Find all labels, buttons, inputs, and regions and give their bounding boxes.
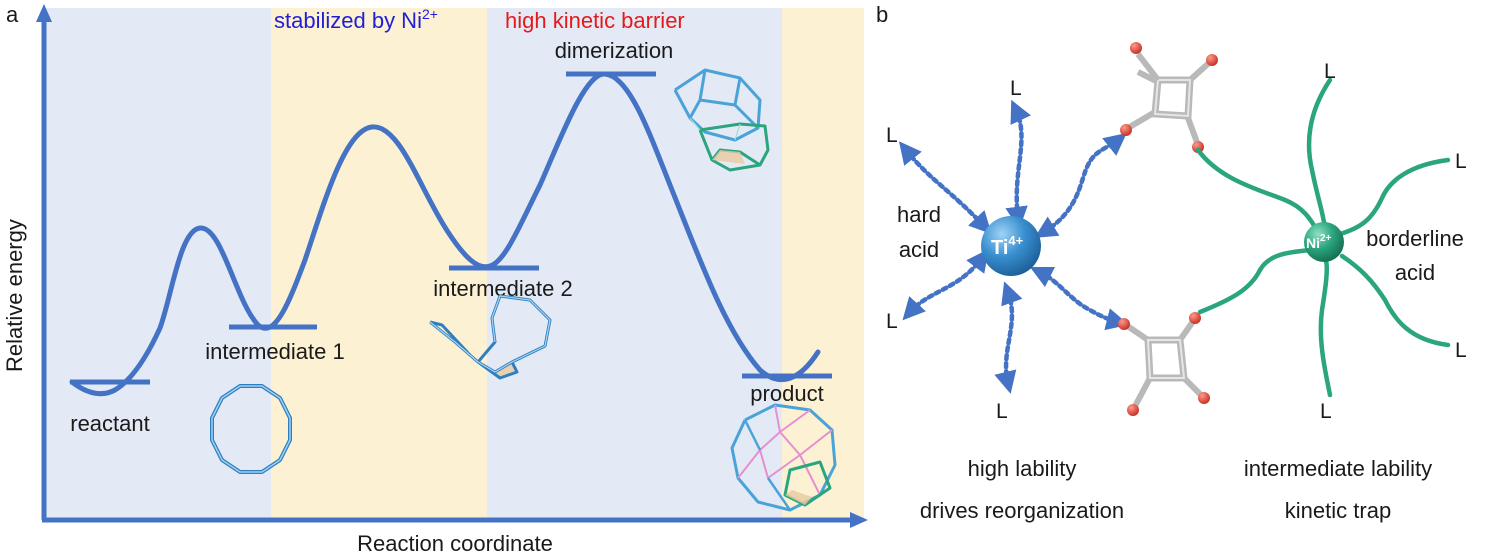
ligand-ti-upper-left: L	[886, 124, 898, 147]
caption-left-line1: high lability	[968, 456, 1077, 481]
high-kinetic-barrier-label: high kinetic barrier	[505, 8, 685, 33]
caption-left-line2: drives reorganization	[920, 498, 1124, 523]
hard-acid-label-line2: acid	[899, 237, 939, 262]
ligand-ti-lower-left: L	[886, 310, 898, 333]
intermediate1-label: intermediate 1	[205, 339, 344, 364]
x-axis-label: Reaction coordinate	[357, 531, 553, 555]
ni-ligand-upper-right	[1337, 157, 1451, 237]
ni-bond-squarate-top	[1195, 147, 1321, 235]
product-label: product	[750, 381, 823, 406]
arrow-ti-lower-right	[1029, 266, 1129, 331]
ligand-ni-top: L	[1324, 60, 1336, 83]
ni-ligand-lower-right	[1339, 253, 1451, 348]
ti-ion-sphere: Ti4+	[981, 216, 1041, 276]
intermediate1-ring-structure	[210, 384, 292, 474]
caption-right-line1: intermediate lability	[1244, 456, 1432, 481]
stabilized-by-ni-label: stabilized by Ni2+	[274, 6, 438, 33]
arrow-ti-upper-right	[1034, 132, 1127, 238]
blue-band-2	[487, 8, 782, 520]
yellow-band-1	[271, 8, 487, 520]
ni-ligand-top	[1306, 77, 1333, 233]
dimerization-label: dimerization	[555, 38, 674, 63]
dimerization-cage-structure	[673, 68, 770, 172]
arrow-ti-upper-left	[898, 141, 992, 235]
reactant-label: reactant	[70, 411, 150, 436]
x-axis-arrowhead	[850, 512, 868, 528]
borderline-acid-label-line1: borderline	[1366, 226, 1464, 251]
ligand-ni-lower-right: L	[1455, 339, 1467, 362]
arrow-ti-bottom	[994, 281, 1023, 394]
blue-band-1	[46, 8, 271, 520]
arrow-ti-top	[1005, 99, 1031, 230]
intermediate2-structure	[429, 294, 552, 380]
y-axis-label: Relative energy	[2, 219, 27, 372]
ni-bond-squarate-bottom	[1197, 247, 1313, 315]
reaction-energy-curve	[69, 71, 821, 397]
panel-a-letter: a	[6, 2, 19, 27]
ni-ion-sphere: Ni2+	[1304, 222, 1344, 262]
ni-label: Ni2+	[1306, 233, 1332, 251]
arrow-ti-lower-left	[902, 249, 989, 321]
ligand-ni-bottom: L	[1320, 400, 1332, 423]
hard-acid-label-line1: hard	[897, 202, 941, 227]
product-cage-structure	[730, 403, 837, 512]
ni-ligand-bottom	[1318, 257, 1333, 398]
borderline-acid-label-line2: acid	[1395, 260, 1435, 285]
squarate-bottom	[1118, 312, 1210, 416]
caption-right-line2: kinetic trap	[1285, 498, 1391, 523]
ligand-ni-upper-right: L	[1455, 150, 1467, 173]
ligand-ti-top: L	[1010, 77, 1022, 100]
panel-b-letter: b	[876, 2, 888, 27]
yellow-band-2	[782, 8, 864, 520]
squarate-top	[1120, 42, 1218, 153]
ti-label: Ti4+	[991, 233, 1024, 259]
ligand-ti-bottom: L	[996, 400, 1008, 423]
y-axis-arrowhead	[36, 4, 52, 22]
